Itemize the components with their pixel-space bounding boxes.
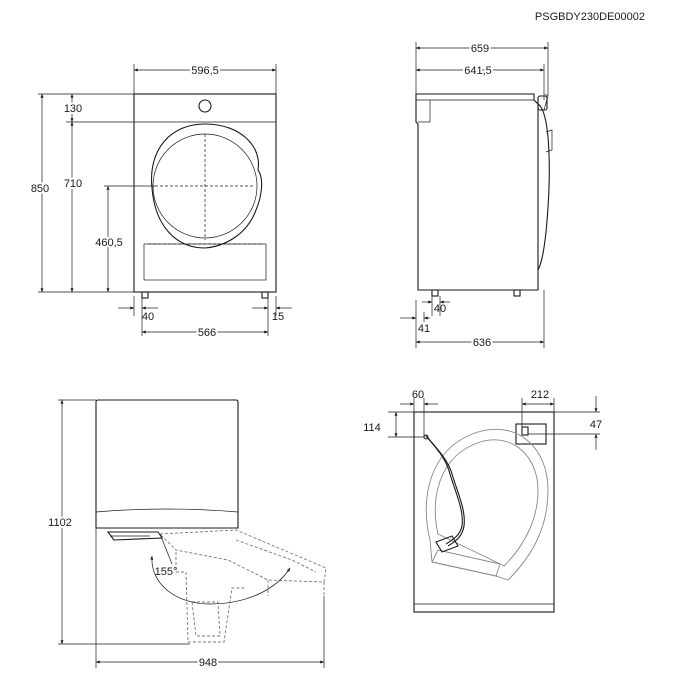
dim-rear-offset: 41 (418, 323, 430, 335)
side-view-door (537, 103, 550, 271)
dim-door-center: 460,5 (95, 237, 123, 249)
document-code: PSGBDY230DE00002 (535, 11, 645, 23)
dim-opening-angle: 155° (155, 566, 178, 578)
side-view: 659 641,5 40 41 636 (400, 41, 553, 351)
dim-inlet-offset-top: 47 (590, 419, 602, 431)
water-container-drawer (143, 243, 267, 281)
opened-door-outline (158, 529, 327, 583)
rear-drum-outline (425, 428, 549, 581)
front-door (150, 123, 263, 249)
dim-foot-spacing: 566 (198, 327, 216, 339)
rear-view-body (413, 411, 555, 613)
dim-depth-to-door: 641,5 (464, 65, 492, 77)
dim-foot-inset-right: 15 (272, 311, 284, 323)
front-view: 596,5 850 130 710 460,5 40 566 15 (29, 63, 292, 341)
dim-side-foot-offset: 40 (434, 303, 446, 315)
dim-top-offset: 130 (64, 103, 82, 115)
dim-open-height: 1102 (48, 517, 72, 529)
side-foot-rear (431, 289, 439, 297)
dim-hose-offset-left: 60 (412, 389, 424, 401)
dim-base-depth: 636 (473, 337, 491, 349)
dim-foot-inset-left: 40 (142, 311, 154, 323)
door-open-view: 155° 1102 948 (46, 399, 327, 671)
dim-total-depth: 659 (471, 43, 489, 55)
dim-open-depth: 948 (199, 657, 217, 669)
foot-right (261, 291, 269, 299)
side-view-body (415, 93, 539, 291)
dim-front-width: 596,5 (191, 65, 219, 77)
top-view-body (95, 399, 239, 529)
control-knob (198, 99, 212, 113)
dim-door-top: 710 (64, 178, 82, 190)
rear-view: 60 114 212 47 (363, 389, 604, 613)
hose-end (435, 535, 459, 553)
dim-front-height: 850 (31, 183, 49, 195)
foot-left (141, 291, 149, 299)
dim-hose-offset-top: 114 (363, 422, 381, 434)
dim-inlet-offset-right: 212 (531, 389, 549, 401)
opening-angle-arc (150, 555, 291, 605)
side-foot-front (513, 289, 521, 297)
front-view-body (133, 93, 277, 293)
